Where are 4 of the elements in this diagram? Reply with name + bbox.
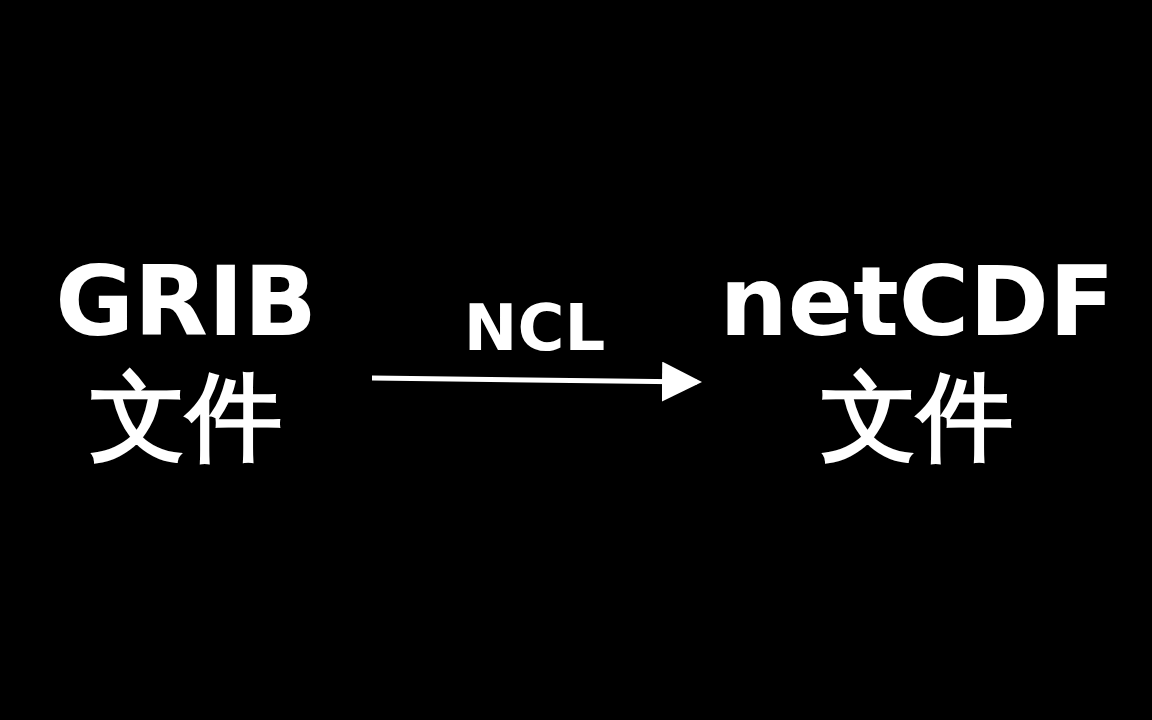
node-text: GRIB 文件 — [54, 244, 318, 475]
node-text: netCDF 文件 — [718, 244, 1116, 475]
edge-label: NCL — [463, 296, 606, 360]
arrow — [371, 361, 702, 402]
